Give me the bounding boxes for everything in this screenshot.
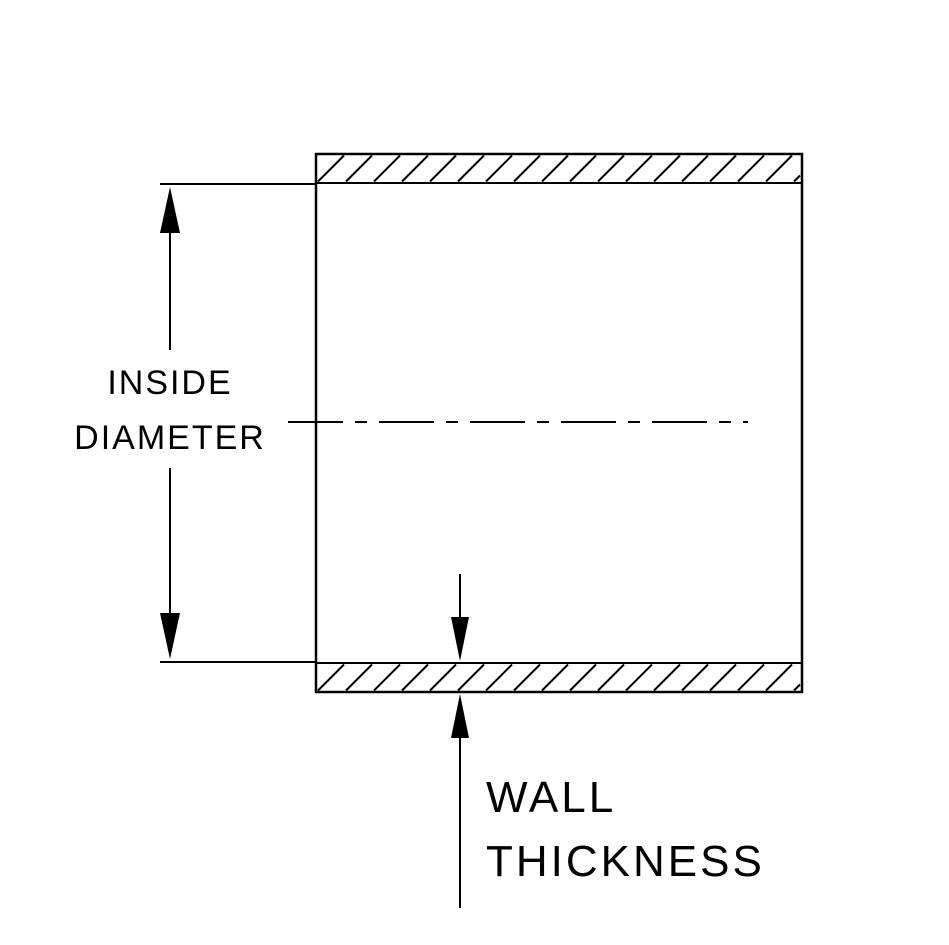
- wall-thickness-label-line1: WALL: [486, 773, 616, 822]
- wall-thickness-dimension: WALL THICKNESS: [451, 574, 765, 908]
- arrow-down-icon: [451, 617, 469, 661]
- inside-diameter-label-line1: INSIDE: [107, 364, 232, 402]
- inside-diameter-dimension: INSIDE DIAMETER: [74, 183, 315, 663]
- bottom-wall-hatching: [317, 663, 801, 692]
- wall-thickness-label-line2: THICKNESS: [486, 837, 765, 886]
- top-wall-hatching: [317, 154, 801, 183]
- arrow-up-icon: [160, 187, 180, 233]
- arrow-up-icon: [451, 694, 469, 738]
- inside-diameter-label-line2: DIAMETER: [74, 419, 266, 457]
- arrow-down-icon: [160, 613, 180, 659]
